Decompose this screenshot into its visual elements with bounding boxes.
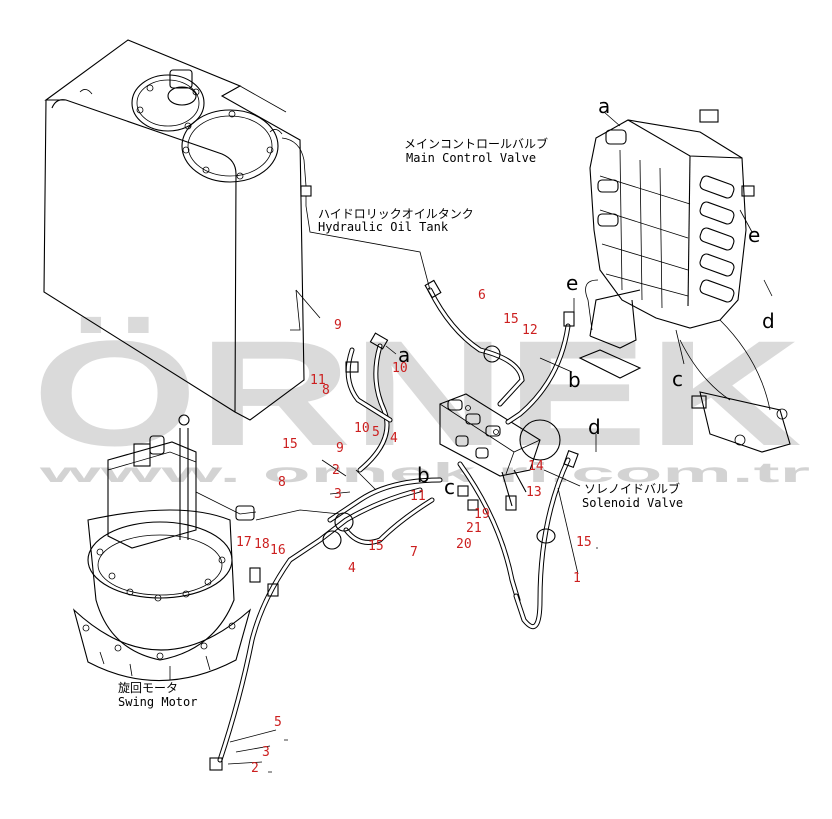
part-number: 3 (334, 487, 342, 502)
hydraulic-oil-tank (43, 39, 312, 421)
part-number: 8 (322, 383, 330, 398)
connection-letters: a a b b c c d d e e (398, 94, 775, 499)
swing-motor (72, 414, 257, 682)
connection-letter: d (762, 309, 775, 333)
part-number: 5 (372, 425, 380, 440)
connection-letter: c (444, 475, 455, 499)
part-number: 11 (310, 373, 326, 388)
part-number: 12 (522, 323, 538, 338)
part-number: 10 (392, 361, 408, 376)
part-number: 15 (503, 312, 519, 327)
part-number: 9 (336, 441, 344, 456)
part-number: 9 (334, 318, 342, 333)
part-number: 14 (528, 459, 544, 474)
main-control-valve-label-en: Main Control Valve (406, 151, 536, 165)
watermark: ÖRNEK www. ornek ri.com.tr (32, 309, 810, 488)
part-number: 13 (526, 485, 542, 500)
hydraulic-tank-label-jp: ハイドロリックオイルタンク (318, 207, 474, 221)
part-number: 3 (262, 745, 270, 760)
callout-ticks (268, 547, 598, 773)
component-labels: メインコントロールバルブ Main Control Valve ハイドロリックオ… (118, 136, 683, 709)
connection-letter: c (672, 367, 683, 391)
solenoid-valve-label-jp: ソレノイドバルブ (584, 481, 680, 496)
watermark-brand: ÖRNEK (32, 309, 802, 477)
part-number: 20 (456, 537, 472, 552)
part-number: 15 (282, 437, 298, 452)
tank-bolts (136, 84, 274, 180)
part-number: 21 (466, 521, 482, 536)
hoses (209, 279, 579, 771)
motor-bolts (82, 548, 236, 660)
connection-letter: a (598, 94, 610, 118)
part-number: 2 (332, 463, 340, 478)
main-control-valve (578, 109, 791, 453)
swing-motor-label-en: Swing Motor (118, 695, 197, 709)
solenoid-valve (439, 393, 561, 511)
part-number-callouts: 1 2 2 3 3 4 4 5 5 6 7 8 8 9 9 10 10 11 1… (236, 288, 592, 776)
part-number: 5 (274, 715, 282, 730)
part-number: 8 (278, 475, 286, 490)
part-number: 2 (251, 761, 259, 776)
part-number: 6 (478, 288, 486, 303)
connection-letter: a (398, 343, 410, 367)
connection-letter: e (566, 271, 578, 295)
part-number: 16 (270, 543, 286, 558)
part-number: 19 (474, 507, 490, 522)
part-number: 4 (348, 561, 356, 576)
valve-spools (597, 109, 755, 303)
connection-letter: e (748, 223, 760, 247)
part-number: 15 (576, 535, 592, 550)
part-number: 1 (573, 571, 581, 586)
connection-letter: d (588, 415, 601, 439)
part-number: 10 (354, 421, 370, 436)
hydraulic-tank-label-en: Hydraulic Oil Tank (318, 220, 449, 234)
part-number: 15 (368, 539, 384, 554)
solenoid-valve-label-en: Solenoid Valve (582, 496, 683, 510)
part-number: 4 (390, 431, 398, 446)
part-number: 11 (410, 489, 426, 504)
part-number: 18 (254, 537, 270, 552)
part-number: 7 (410, 545, 418, 560)
connection-letter: b (417, 463, 430, 487)
part-number: 17 (236, 535, 252, 550)
leader-lines (227, 111, 773, 765)
swing-motor-label-jp: 旋回モータ (118, 681, 178, 695)
connection-letter: b (568, 368, 581, 392)
main-control-valve-label-jp: メインコントロールバルブ (404, 136, 548, 151)
